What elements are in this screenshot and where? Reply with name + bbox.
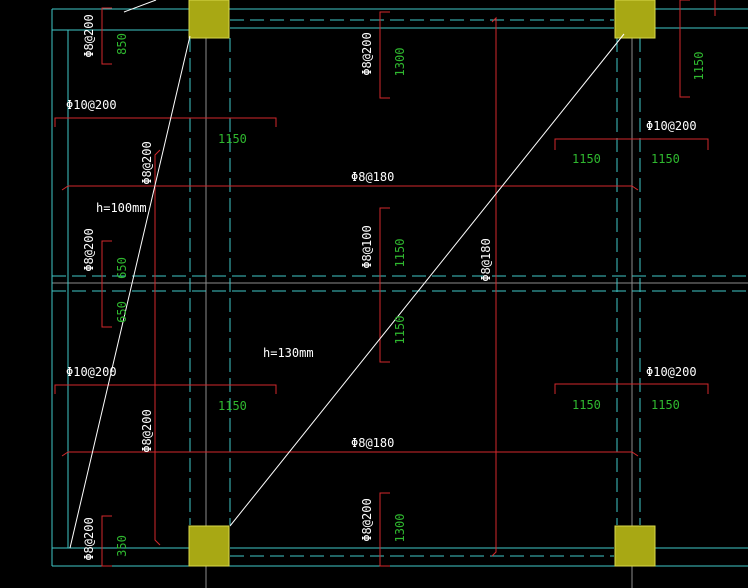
rebar-bottom-left-vertical bbox=[101, 515, 112, 567]
rebar-lower-long bbox=[61, 451, 639, 457]
rebar-center-vertical bbox=[379, 207, 390, 363]
top-mid-v-len: 1300 bbox=[393, 48, 407, 77]
tl-v-len: 850 bbox=[115, 33, 129, 55]
left-lower-v-spec: Φ8@200 bbox=[140, 409, 154, 452]
rebar-right-lower-support bbox=[554, 383, 709, 394]
slab1-thickness: h=100mm bbox=[96, 201, 147, 215]
slab2-thickness: h=130mm bbox=[263, 346, 314, 360]
beam-edges-dashed bbox=[52, 19, 748, 557]
beam-edges bbox=[51, 8, 748, 567]
right-upper-len-b: 1150 bbox=[651, 152, 680, 166]
column-bottom-left bbox=[188, 525, 230, 567]
top-mid-v-spec: Φ8@200 bbox=[360, 32, 374, 75]
rebar-left-lower-support bbox=[54, 384, 277, 394]
columns bbox=[188, 0, 656, 567]
right-lower-len-b: 1150 bbox=[651, 398, 680, 412]
slab-diagonal-stub bbox=[123, 0, 157, 13]
left-upper-h-len: 1150 bbox=[218, 132, 247, 146]
rebar-top-left-vertical bbox=[101, 7, 112, 65]
bottom-mid-v-spec: Φ8@200 bbox=[360, 498, 374, 541]
slab-diagonal-left bbox=[69, 35, 191, 549]
rebar-right-upper-support bbox=[554, 138, 709, 150]
right-upper-len-a: 1150 bbox=[572, 152, 601, 166]
column-bottom-right bbox=[614, 525, 656, 567]
rebar-top-right-vertical bbox=[679, 0, 690, 98]
rebar-left-middle-vertical bbox=[101, 240, 112, 328]
right-lower-h-spec: Φ10@200 bbox=[646, 365, 697, 379]
column-top-right bbox=[614, 0, 656, 39]
center-v-spec: Φ8@100 bbox=[360, 225, 374, 268]
left-lower-h-len: 1150 bbox=[218, 399, 247, 413]
right-upper-h-spec: Φ10@200 bbox=[646, 119, 697, 133]
left-upper-v-spec: Φ8@200 bbox=[140, 141, 154, 184]
rebar-bottom-middle-vertical bbox=[379, 492, 390, 567]
rebar-top-middle-vertical bbox=[379, 11, 390, 99]
labels-green-horizontal: 1150 1150 1150 1150 1150 1150 bbox=[218, 132, 680, 413]
rebar-left-long bbox=[154, 149, 161, 546]
left-mid-len-b: 650 bbox=[115, 301, 129, 323]
labels-white-vertical: Φ8@200 Φ8@200 Φ8@200 Φ8@200 Φ8@100 Φ8@18… bbox=[82, 14, 493, 560]
center-len-b: 1150 bbox=[393, 316, 407, 345]
right-top-len: 1150 bbox=[692, 52, 706, 81]
rebar-lines bbox=[54, 0, 716, 567]
bottom-mid-v-len: 1300 bbox=[393, 514, 407, 543]
left-mid-v-spec: Φ8@200 bbox=[82, 228, 96, 271]
center-len-a: 1150 bbox=[393, 239, 407, 268]
vertical-long-spec: Φ8@180 bbox=[479, 238, 493, 281]
rebar-left-upper-support bbox=[54, 117, 277, 127]
left-mid-len-a: 650 bbox=[115, 257, 129, 279]
slab-diagonal-center bbox=[229, 33, 625, 527]
bl-v-spec: Φ8@200 bbox=[82, 517, 96, 560]
column-top-left bbox=[188, 0, 230, 39]
tl-v-spec: Φ8@200 bbox=[82, 14, 96, 57]
upper-long-spec: Φ8@180 bbox=[351, 170, 394, 184]
rebar-center-long bbox=[491, 16, 497, 557]
labels-green-vertical: 850 1300 1150 650 650 1150 1150 350 1300 bbox=[115, 33, 706, 557]
left-lower-h-spec: Φ10@200 bbox=[66, 365, 117, 379]
bl-v-len: 350 bbox=[115, 535, 129, 557]
lower-long-spec: Φ8@180 bbox=[351, 436, 394, 450]
rebar-upper-long bbox=[61, 185, 639, 191]
slab-diagonals bbox=[69, 0, 625, 549]
labels-white-horizontal: Φ10@200 Φ10@200 Φ8@180 h=100mm h=130mm Φ… bbox=[66, 98, 697, 450]
axis-lines bbox=[52, 0, 748, 588]
right-lower-len-a: 1150 bbox=[572, 398, 601, 412]
left-upper-h-spec: Φ10@200 bbox=[66, 98, 117, 112]
